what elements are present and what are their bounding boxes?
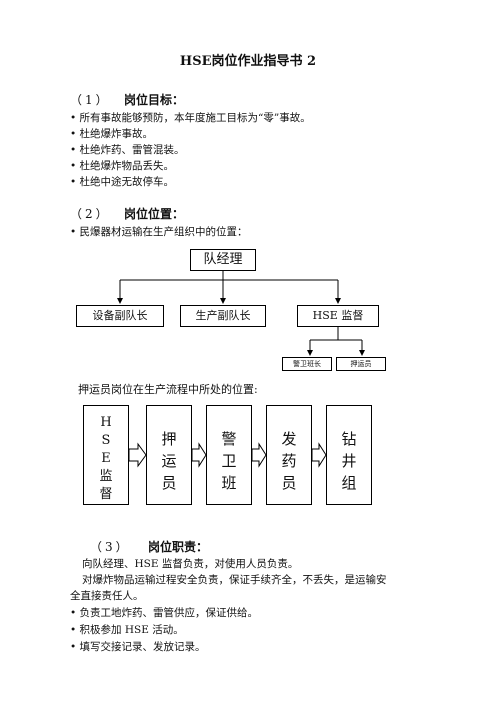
org-box-manager: 队经理 [190,249,256,271]
flow-box-hse-supervisor: H S E 监 督 [83,405,129,505]
flow-char: 警 [221,430,237,448]
paragraph: 全直接责任人。 [70,590,144,602]
flow-arrow-icon [251,442,267,468]
section-3-title: 岗位职责： [148,540,209,554]
flow-char: 发 [281,430,297,448]
flow-char: 督 [99,487,113,502]
flow-box-escort: 押 运 员 [146,405,192,505]
flow-arrow-icon [191,442,207,468]
list-item: 负责工地炸药、雷管供应，保证供给。 [70,605,259,620]
list-item: 填写交接记录、发放记录。 [70,639,206,654]
section-2-intro: 民爆器材运输在生产组织中的位置： [70,224,248,239]
list-item: 杜绝中途无故停车。 [70,174,175,189]
list-item: 杜绝爆炸事故。 [70,126,154,141]
org-box-production-deputy: 生产副队长 [180,305,266,327]
list-item: 杜绝炸药、雷管混装。 [70,142,185,157]
flow-char: 卫 [221,452,237,470]
section-1-heading: （1） 岗位目标： [70,91,184,108]
flow-char: H [100,415,112,430]
list-item: 所有事故能够预防，本年度施工目标为“零”事故。 [70,110,311,125]
flow-char: S [101,433,111,448]
section-1-number: （1） [70,93,111,107]
flow-char: 钻 [341,430,357,448]
section-2-title: 岗位位置： [124,207,185,221]
paragraph: 向队经理、HSE 监督负责，对使用人员负责。 [82,558,299,570]
list-item: 杜绝爆炸物品丢失。 [70,158,175,173]
section-1-title: 岗位目标： [124,93,185,107]
flow-char: 井 [341,452,357,470]
flow-box-dispenser: 发 药 员 [266,405,312,505]
flow-box-drilling-team: 钻 井 组 [326,405,372,505]
org-box-escort: 押运员 [336,357,386,371]
flow-char: 班 [221,474,237,492]
flow-char: 运 [161,452,177,470]
flow-char: 药 [281,452,297,470]
section-3-number: （3） [90,540,131,554]
page-title: HSE岗位作业指导书 2 [179,54,317,69]
paragraph: 对爆炸物品运输过程安全负责，保证手续齐全，不丢失，是运输安 [82,574,387,586]
section-2-heading: （2） 岗位位置： [70,205,184,222]
flow-char: 员 [161,474,177,492]
flow-arrow-icon [128,442,147,468]
section-2-number: （2） [70,207,111,221]
flow-intro: 押运员岗位在生产流程中所处的位置: [78,383,258,396]
org-box-equipment-deputy: 设备副队长 [76,305,164,327]
list-item: 积极参加 HSE 活动。 [70,622,184,637]
flow-char: 组 [341,474,357,492]
org-box-hse-supervisor: HSE 监督 [297,305,379,327]
flow-char: 押 [161,430,177,448]
flow-char: 员 [281,474,297,492]
flow-arrow-icon [311,442,327,468]
flow-char: E [101,451,111,466]
flow-char: 监 [99,469,113,484]
flow-box-guard-team: 警 卫 班 [206,405,252,505]
section-3-heading: （3） 岗位职责： [90,538,208,555]
org-box-guard-leader: 警卫班长 [282,357,332,371]
